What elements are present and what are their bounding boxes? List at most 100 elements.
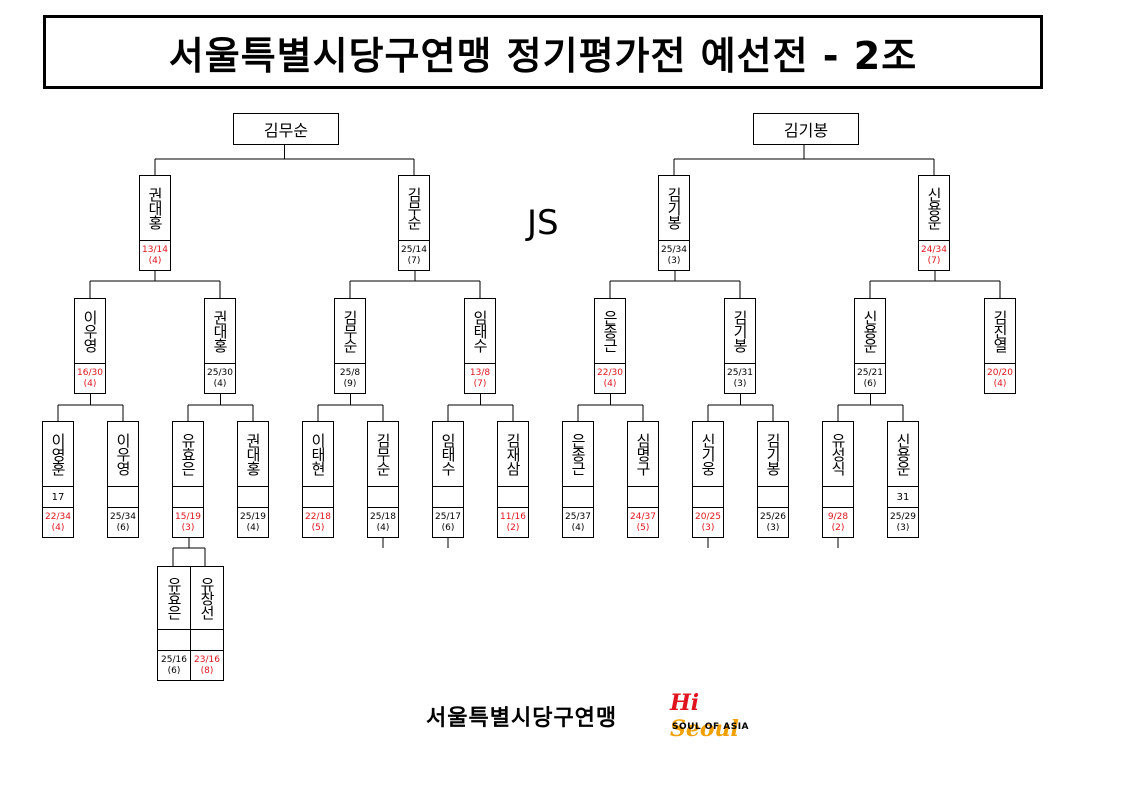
- player-score: 24/37(5): [628, 507, 658, 537]
- player-name: 심명구: [634, 433, 652, 475]
- player-name: 유성식: [829, 433, 847, 475]
- score-rank: (9): [343, 378, 357, 389]
- player-seed: [628, 486, 658, 507]
- score-value: 15/19: [175, 511, 201, 522]
- score-value: 22/34: [45, 511, 71, 522]
- player-score: 25/17(6): [433, 507, 463, 537]
- player-score: 25/29(3): [888, 507, 918, 537]
- score-rank: (4): [376, 522, 390, 533]
- player-score: 25/30(4): [205, 363, 235, 393]
- score-rank: (4): [603, 378, 617, 389]
- player-card: 유효은 15/19(3): [172, 421, 204, 538]
- player-name: 권대홍: [244, 433, 262, 475]
- player-seed: [758, 486, 788, 507]
- player-name: 김재삼: [504, 433, 522, 475]
- logo-sub-text: SOUL OF ASIA: [672, 722, 750, 732]
- player-seed: [158, 629, 190, 650]
- player-score: 15/19(3): [173, 507, 203, 537]
- score-rank: (6): [167, 665, 181, 676]
- player-card: 유창선 23/16(8): [190, 567, 223, 680]
- player-score: 23/16(8): [191, 650, 223, 680]
- champion-right: 김기봉: [753, 113, 859, 145]
- score-rank: (3): [733, 378, 747, 389]
- page-title: 서울특별시당구연맹 정기평가전 예선전 - 2조: [43, 15, 1043, 89]
- score-rank: (3): [766, 522, 780, 533]
- player-name: 신용운: [861, 310, 879, 352]
- score-value: 25/34: [661, 244, 687, 255]
- score-rank: (4): [246, 522, 260, 533]
- player-seed: 17: [43, 486, 73, 507]
- player-name: 임태수: [471, 310, 489, 352]
- player-name: 김기봉: [665, 187, 683, 229]
- logo-main-text: Hi Seoul: [670, 690, 739, 742]
- player-card: 김기봉 25/26(3): [757, 421, 789, 538]
- score-rank: (6): [441, 522, 455, 533]
- score-rank: (2): [831, 522, 845, 533]
- player-name: 유창선: [198, 577, 216, 619]
- champion-left: 김무순: [233, 113, 339, 145]
- score-value: 22/30: [597, 367, 623, 378]
- player-score: 25/8(9): [335, 363, 365, 393]
- score-rank: (3): [896, 522, 910, 533]
- score-value: 25/21: [857, 367, 883, 378]
- score-value: 23/16: [194, 654, 220, 665]
- player-name: 이영훈: [49, 433, 67, 475]
- player-name: 유효은: [179, 433, 197, 475]
- score-rank: (3): [181, 522, 195, 533]
- score-value: 25/16: [161, 654, 187, 665]
- score-value: 9/28: [827, 511, 849, 522]
- player-score: 11/16(2): [498, 507, 528, 537]
- player-name: 권대홍: [211, 310, 229, 352]
- player-score: 25/26(3): [758, 507, 788, 537]
- js-label: JS: [527, 203, 559, 243]
- player-card: 임태수 25/17(6): [432, 421, 464, 538]
- player-card: 권대홍 25/19(4): [237, 421, 269, 538]
- score-value: 13/8: [469, 367, 491, 378]
- score-value: 25/8: [339, 367, 361, 378]
- player-name: 김기봉: [764, 433, 782, 475]
- score-value: 25/19: [240, 511, 266, 522]
- score-value: 11/16: [500, 511, 526, 522]
- player-score: 13/14(4): [140, 240, 170, 270]
- score-rank: (4): [213, 378, 227, 389]
- score-rank: (6): [863, 378, 877, 389]
- player-name: 이우영: [114, 433, 132, 475]
- player-score: 22/18(5): [303, 507, 333, 537]
- score-rank: (6): [116, 522, 130, 533]
- player-score: 9/28(2): [823, 507, 853, 537]
- player-name: 임태수: [439, 433, 457, 475]
- score-value: 25/34: [110, 511, 136, 522]
- score-value: 13/14: [142, 244, 168, 255]
- score-value: 25/17: [435, 511, 461, 522]
- player-score: 25/31(3): [725, 363, 755, 393]
- score-value: 22/18: [305, 511, 331, 522]
- player-seed: [238, 486, 268, 507]
- score-value: 24/34: [921, 244, 947, 255]
- player-score: 22/34(4): [43, 507, 73, 537]
- score-value: 25/31: [727, 367, 753, 378]
- player-name: 신용운: [925, 187, 943, 229]
- player-score: 25/37(4): [563, 507, 593, 537]
- score-value: 25/14: [401, 244, 427, 255]
- score-rank: (4): [83, 378, 97, 389]
- player-seed: 31: [888, 486, 918, 507]
- score-rank: (7): [473, 378, 487, 389]
- player-card: 이우영 25/34(6): [107, 421, 139, 538]
- player-name: 이우영: [81, 310, 99, 352]
- player-score: 25/21(6): [855, 363, 885, 393]
- score-value: 25/37: [565, 511, 591, 522]
- player-seed: [693, 486, 723, 507]
- player-seed: [563, 486, 593, 507]
- score-rank: (3): [701, 522, 715, 533]
